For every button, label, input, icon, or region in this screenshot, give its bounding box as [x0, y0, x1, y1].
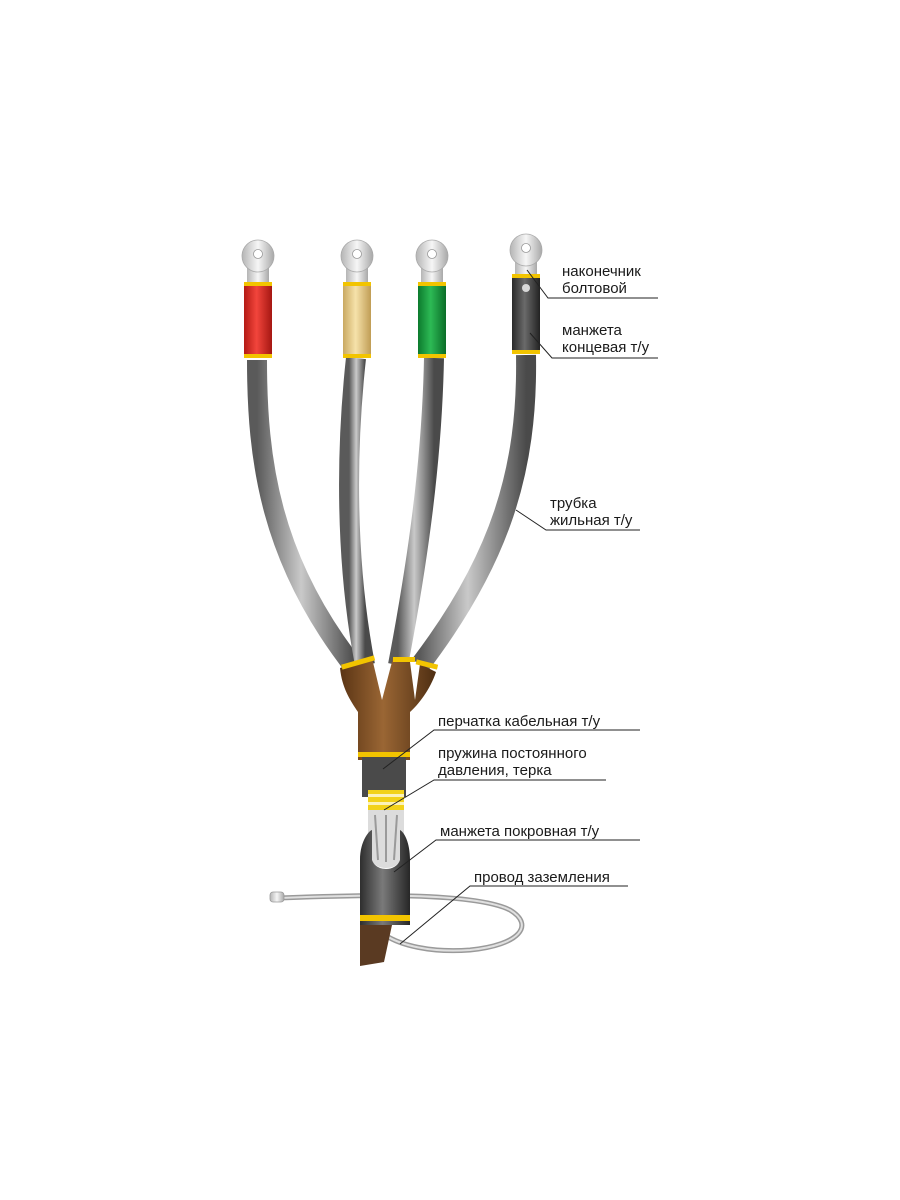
spring-label-line1: пружина постоянного — [438, 745, 587, 762]
lug-beige-core — [340, 239, 374, 286]
svg-text:манжета покровная т/у: манжета покровная т/у — [440, 823, 600, 840]
cable-glove — [340, 655, 439, 760]
svg-text:манжета: манжета — [562, 322, 623, 339]
glove-label: перчатка кабельная т/у — [438, 713, 601, 730]
end-cap-red — [244, 282, 272, 358]
end-cap-green — [418, 282, 446, 358]
lug-label-line2: болтовой — [562, 280, 627, 297]
lug-red-core — [241, 239, 275, 286]
svg-text:перчатка кабельная т/у: перчатка кабельная т/у — [438, 713, 601, 730]
cover-sleeve — [360, 830, 410, 966]
svg-text:наконечник: наконечник — [562, 263, 641, 280]
end-cap-label-line1: манжета — [562, 322, 623, 339]
svg-text:провод заземления: провод заземления — [474, 869, 610, 886]
end-caps — [244, 274, 540, 358]
ground-wire-label: провод заземления — [474, 869, 610, 886]
end-cap-beige — [343, 282, 371, 358]
svg-text:жильная т/у: жильная т/у — [550, 512, 633, 529]
cable-body — [362, 757, 406, 868]
core-tube-label-line2: жильная т/у — [550, 512, 633, 529]
callout-glove: перчатка кабельная т/у — [382, 713, 640, 770]
end-cap-label-line2: концевая т/у — [562, 339, 650, 356]
svg-text:концевая т/у: концевая т/у — [562, 339, 650, 356]
svg-text:трубка: трубка — [550, 495, 597, 512]
lug-black-core — [509, 233, 543, 280]
callout-lug: наконечник болтовой — [526, 263, 658, 299]
spring-label-line2: давления, терка — [438, 762, 552, 779]
callout-ground-wire: провод заземления — [399, 869, 628, 945]
callout-end-cap: манжета концевая т/у — [529, 322, 658, 359]
lug-green-core — [415, 239, 449, 286]
callout-core-tube: трубка жильная т/у — [515, 495, 640, 531]
core-tube-label-line1: трубка — [550, 495, 597, 512]
callout-spring: пружина постоянного давления, терка — [383, 745, 606, 811]
lugs — [241, 233, 543, 286]
callout-cover-sleeve: манжета покровная т/у — [393, 823, 640, 873]
svg-text:болтовой: болтовой — [562, 280, 627, 297]
svg-text:пружина постоянного: пружина постоянного — [438, 745, 587, 762]
svg-text:давления, терка: давления, терка — [438, 762, 552, 779]
end-cap-black — [512, 274, 540, 354]
lug-label-line1: наконечник — [562, 263, 641, 280]
cover-sleeve-label: манжета покровная т/у — [440, 823, 600, 840]
core-tubes — [247, 354, 537, 675]
